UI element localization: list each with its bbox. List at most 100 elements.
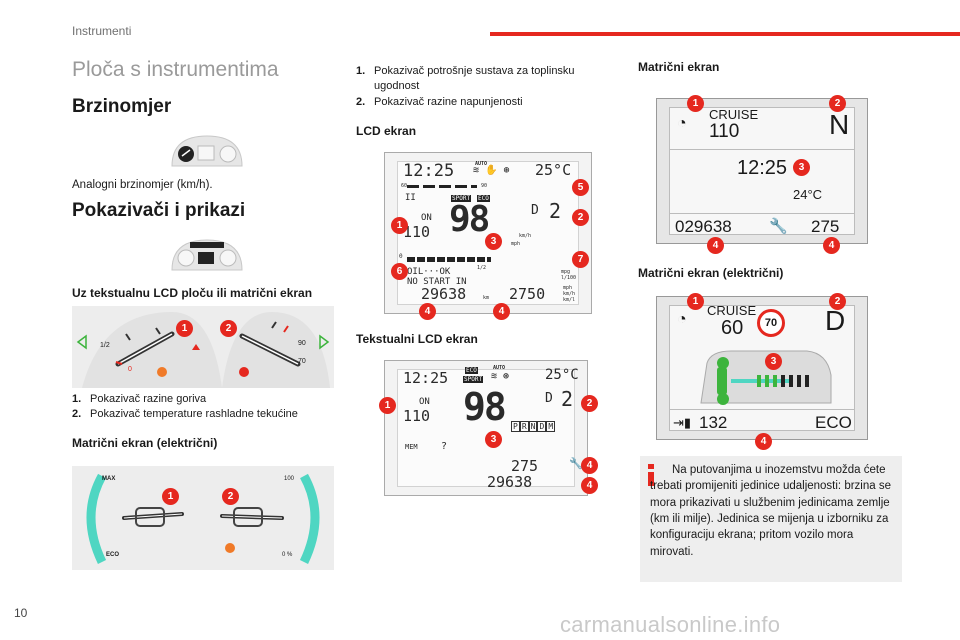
callout-badge-4: 4 — [419, 303, 436, 320]
lcd-eco-label: ECO — [477, 195, 490, 202]
callout-badge-1: 1 — [162, 488, 179, 505]
callout-badge-3: 3 — [765, 353, 782, 370]
lcd-odo-unit: km — [483, 295, 490, 301]
indicators-cluster-figure — [168, 236, 246, 272]
electric-label-eco: ECO — [106, 552, 120, 558]
callout-badge-3: 3 — [485, 233, 502, 250]
lcd-screen-figure: 12:25 AUTO ≋ ✋ ⊛ 25°C 60 90 II SPORT ECO… — [384, 152, 592, 320]
callout-badge-2: 2 — [581, 395, 598, 412]
lcd-cruise-icon: II — [405, 193, 416, 203]
gauge-label-half: 1/2 — [100, 342, 110, 349]
lcd-fuel-half: 1/2 — [477, 265, 487, 271]
lcd-temp: 25°C — [535, 161, 572, 179]
lcd-cons-unit: mpg — [561, 269, 571, 275]
info-icon — [648, 464, 654, 486]
text-lcd-heading: Tekstualni LCD ekran — [356, 332, 478, 346]
electric-range: 132 — [699, 413, 728, 432]
lcd-climate-icons: ≋ ✋ ⊛ — [473, 165, 510, 176]
callout-badge-2: 2 — [572, 209, 589, 226]
gauge-label-70: 70 — [298, 358, 306, 365]
tlcd-range: 275 — [511, 457, 539, 475]
tlcd-odometer: 29638 — [487, 473, 533, 491]
matrix-clock: 12:25 — [737, 157, 788, 179]
lcd-speed: 98 — [449, 199, 490, 240]
tlcd-speed: 98 — [463, 385, 507, 429]
tlcd-gear-d: D — [537, 421, 547, 432]
wrench-icon: 🔧 — [569, 457, 583, 470]
lcd-cruise-speed: 110 — [403, 223, 431, 241]
callout-badge-3: 3 — [793, 159, 810, 176]
gauge-label-zero: 0 — [128, 366, 132, 373]
page-number: 10 — [14, 606, 28, 620]
lcd-scale-90: 90 — [481, 183, 488, 189]
tlcd-cruise-on: ON — [419, 397, 430, 407]
lcd-gear-num: 2 — [549, 199, 562, 223]
lcd-fuel-zero: 0 — [399, 253, 403, 260]
matrix-range: 275 — [811, 217, 840, 236]
header-accent-bar — [490, 32, 960, 36]
lcd-scale-60: 60 — [401, 183, 408, 189]
lcd-speed-unit-mph: mph — [511, 241, 521, 247]
matrix-cruise-label: CRUISE — [709, 107, 759, 122]
tlcd-eco: ECO — [465, 367, 478, 374]
speedometer-heading: Brzinomjer — [72, 96, 172, 117]
electric-label-max: MAX — [102, 476, 116, 482]
wrench-icon: 🔧 — [769, 218, 788, 235]
lcd-range-unit-3: km/l — [563, 297, 576, 303]
callout-badge-1: 1 — [379, 397, 396, 414]
matrix-screen-heading: Matrični ekran — [638, 60, 720, 74]
callout-badge-4: 4 — [823, 237, 840, 254]
list-item: 2.Pokazivač razine napunjenosti — [356, 95, 523, 108]
lcd-trip: 2750 — [509, 285, 546, 303]
header-section-label: Instrumenti — [72, 24, 132, 38]
lcd-oil: OIL···OK — [407, 267, 451, 277]
info-note-box: Na putovanjima u inozemstvu možda ćete t… — [640, 456, 902, 582]
callout-badge-1: 1 — [687, 293, 704, 310]
callout-badge-4: 4 — [755, 433, 772, 450]
battery-charge-icon: ⇥▮ — [673, 415, 692, 430]
tlcd-gear: D — [545, 391, 553, 406]
indicators-heading: Pokazivači i prikazi — [72, 200, 246, 221]
list-item: 1.Pokazivač razine goriva — [72, 393, 207, 405]
speedometer-icon: ◔ — [677, 311, 687, 328]
callout-badge-4: 4 — [581, 477, 598, 494]
tlcd-mem-q: ? — [441, 441, 448, 452]
electric-gauges-figure: MAX ECO 100 0 % 1 2 — [72, 466, 334, 570]
tlcd-mem: MEM — [405, 443, 418, 451]
lcd-consumption-bar — [407, 185, 477, 188]
lcd-or-matrix-heading: Uz tekstualnu LCD ploču ili matrični ekr… — [72, 286, 313, 300]
lcd-cons-unit-2: l/100 — [561, 275, 577, 281]
electric-gear: D — [825, 305, 846, 336]
lcd-sport-label: SPORT — [451, 195, 472, 202]
speedometer-caption: Analogni brzinomjer (km/h). — [72, 179, 213, 191]
list-item: 1.Pokazivač potrošnje sustava za toplins… — [356, 65, 575, 93]
callout-badge-2: 2 — [829, 293, 846, 310]
callout-badge-4: 4 — [493, 303, 510, 320]
speedometer-cluster-figure — [168, 132, 246, 168]
lcd-nostart: NO START IN — [407, 277, 467, 287]
callout-badge-1: 1 — [391, 217, 408, 234]
speedometer-icon: ◔ — [677, 115, 687, 132]
electric-label-100: 100 — [284, 476, 295, 482]
list-item: 2.Pokazivač temperature rashladne tekući… — [72, 408, 298, 421]
tlcd-gear-num: 2 — [561, 387, 574, 411]
info-note-text: Na putovanjima u inozemstvu možda ćete t… — [650, 464, 891, 558]
callout-badge-6: 6 — [391, 263, 408, 280]
matrix-electric-heading-col1: Matrični ekran (električni) — [72, 436, 218, 450]
callout-badge-5: 5 — [572, 179, 589, 196]
electric-mode: ECO — [815, 413, 852, 432]
tlcd-sport: SPORT — [463, 376, 484, 383]
speed-limit-sign: 70 — [757, 309, 785, 337]
lcd-fuel-bar — [407, 257, 491, 262]
gauges-legend-list: 1.Pokazivač razine goriva 2.Pokazivač te… — [72, 392, 334, 423]
lcd-range-unit-1: mph — [563, 285, 573, 291]
tlcd-cruise-speed: 110 — [403, 407, 431, 425]
electric-label-0pct: 0 % — [282, 552, 293, 558]
lcd-auto-label: AUTO — [475, 161, 488, 167]
vehicle-energy-flow-figure — [697, 345, 837, 407]
lcd-gear: D — [531, 203, 539, 218]
callout-badge-4: 4 — [707, 237, 724, 254]
watermark[interactable]: carmanualsonline.info — [560, 612, 781, 637]
consumption-legend-list: 1.Pokazivač potrošnje sustava za toplins… — [356, 64, 596, 110]
lcd-speed-unit: km/h — [519, 233, 532, 239]
